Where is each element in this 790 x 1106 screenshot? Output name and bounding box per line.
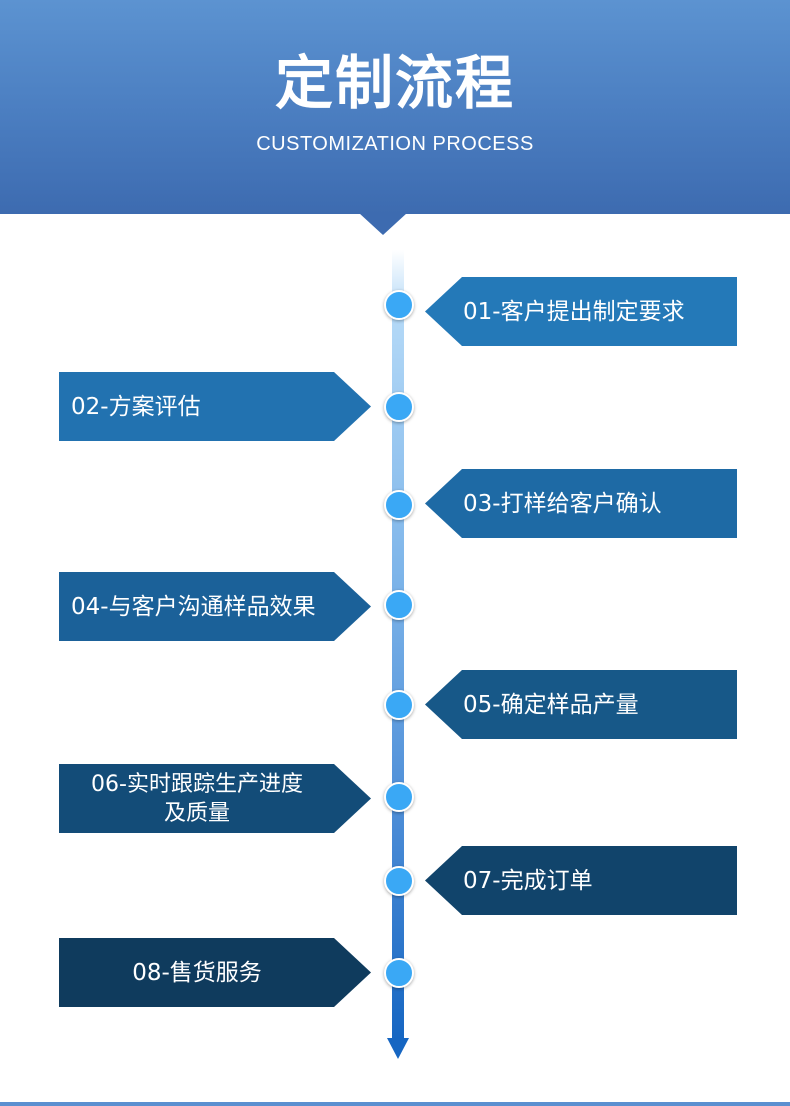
step-04-dot-icon [384,590,414,620]
step-02-box: 02-方案评估 [59,372,371,441]
step-08-box: 08-售货服务 [59,938,371,1007]
step-06-dot-icon [384,782,414,812]
step-06-box: 06-实时跟踪生产进度 及质量 [59,764,371,833]
step-05-box: 05-确定样品产量 [425,670,737,739]
step-03-dot-icon [384,490,414,520]
step-07-box: 07-完成订单 [425,846,737,915]
step-02-label: 02-方案评估 [71,393,201,420]
step-08-dot-icon [384,958,414,988]
step-06-label: 06-实时跟踪生产进度 及质量 [91,771,303,826]
step-08-label: 08-售货服务 [132,959,262,986]
step-03-label: 03-打样给客户确认 [463,490,662,517]
step-03-box: 03-打样给客户确认 [425,469,737,538]
step-01-label: 01-客户提出制定要求 [463,298,685,325]
step-07-label: 07-完成订单 [463,867,593,894]
timeline-line [392,250,404,1040]
step-04-label: 04-与客户沟通样品效果 [71,593,316,620]
step-04-box: 04-与客户沟通样品效果 [59,572,371,641]
page-subtitle: CUSTOMIZATION PROCESS [256,133,534,155]
step-05-dot-icon [384,690,414,720]
step-01-dot-icon [384,290,414,320]
step-02-dot-icon [384,392,414,422]
bottom-divider [0,1102,790,1106]
header-pointer-triangle [359,213,407,235]
header-banner: 定制流程 CUSTOMIZATION PROCESS [0,0,790,214]
page-title: 定制流程 [274,49,515,117]
step-07-dot-icon [384,866,414,896]
timeline-arrow-down-icon [387,1038,409,1059]
step-01-box: 01-客户提出制定要求 [425,277,737,346]
step-05-label: 05-确定样品产量 [463,691,639,718]
